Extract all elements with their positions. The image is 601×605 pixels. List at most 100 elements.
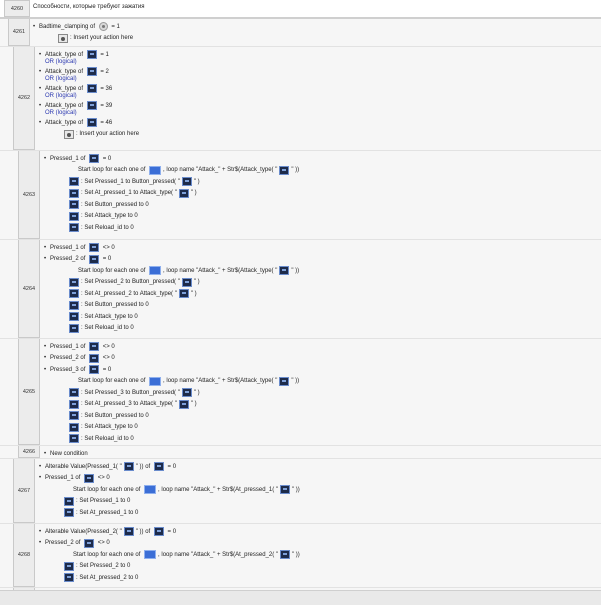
event-row[interactable]: 4266•New condition — [0, 446, 601, 459]
event-number[interactable]: 4266 — [18, 446, 40, 458]
insert-action-icon[interactable] — [64, 129, 74, 139]
comment-row[interactable]: 4260 Способности, которые требуют зажати… — [0, 0, 601, 19]
active-object-icon[interactable] — [149, 165, 162, 175]
object-icon[interactable] — [69, 300, 79, 310]
action-line[interactable]: : Set Pressed_3 to Button_pressed( "" ) — [0, 387, 601, 399]
object-icon[interactable] — [69, 388, 79, 398]
condition-line[interactable]: •Attack_type of = 46 — [0, 117, 601, 129]
event-number[interactable]: 4268 — [13, 524, 35, 587]
event-number[interactable] — [13, 588, 35, 590]
loop-action[interactable]: Start loop for each one of , loop name "… — [0, 165, 601, 177]
object-icon[interactable] — [153, 462, 164, 472]
loop-action[interactable]: Start loop for each one of , loop name "… — [0, 549, 601, 561]
object-icon[interactable] — [181, 388, 192, 398]
action-line[interactable]: : Set At_pressed_2 to Attack_type( "" ) — [0, 288, 601, 300]
object-icon[interactable] — [64, 508, 74, 518]
object-icon[interactable] — [89, 243, 100, 253]
horizontal-scrollbar[interactable] — [0, 590, 601, 605]
condition-line[interactable]: •Badtime_clamping of = 1 — [0, 21, 601, 33]
object-icon[interactable] — [86, 67, 97, 77]
object-icon[interactable] — [69, 277, 79, 287]
object-icon[interactable] — [89, 342, 100, 352]
object-icon[interactable] — [280, 550, 290, 560]
object-icon[interactable] — [69, 177, 79, 187]
insert-action-icon[interactable] — [58, 33, 68, 43]
object-icon[interactable] — [279, 266, 290, 276]
object-icon[interactable] — [69, 411, 79, 421]
loop-action[interactable]: Start loop for each one of , loop name "… — [0, 484, 601, 496]
object-icon[interactable] — [280, 485, 290, 495]
active-object-icon[interactable] — [144, 485, 157, 495]
action-line[interactable]: : Insert your action here — [0, 129, 601, 141]
or-logical[interactable]: OR (logical) — [0, 93, 601, 101]
object-icon[interactable] — [86, 118, 97, 128]
condition-line[interactable]: •Attack_type of = 39 — [0, 100, 601, 112]
object-icon[interactable] — [86, 101, 97, 111]
event-number[interactable]: 4265 — [18, 339, 40, 445]
condition-line[interactable]: •Pressed_1 of = 0 — [0, 153, 601, 165]
loop-action[interactable]: Start loop for each one of , loop name "… — [0, 376, 601, 388]
action-line[interactable]: : Set Reload_id to 0 — [0, 433, 601, 445]
action-line[interactable]: : Set Button_pressed to 0 — [0, 410, 601, 422]
or-logical[interactable]: OR (logical) — [0, 110, 601, 118]
object-icon[interactable] — [279, 376, 290, 386]
or-logical[interactable]: OR (logical) — [0, 76, 601, 84]
object-icon[interactable] — [64, 496, 74, 506]
condition-line[interactable]: •Pressed_2 of <> 0 — [0, 538, 601, 550]
object-icon[interactable] — [69, 434, 79, 444]
condition-line[interactable]: •Pressed_1 of <> 0 — [0, 341, 601, 353]
action-line[interactable]: : Set At_pressed_1 to Attack_type( "" ) — [0, 188, 601, 200]
active-object-icon[interactable] — [149, 266, 162, 276]
object-icon[interactable] — [123, 527, 134, 537]
condition-line[interactable]: •Pressed_2 of = 0 — [0, 254, 601, 266]
active-object-icon[interactable] — [144, 550, 157, 560]
action-line[interactable]: : Set Reload_id to 0 — [0, 222, 601, 234]
object-icon[interactable] — [69, 211, 79, 221]
condition-line[interactable]: •Alterable Value(Pressed_1( "" )) of = 0 — [0, 461, 601, 473]
event-number[interactable]: 4264 — [18, 240, 40, 338]
event-row[interactable]: 4261•Badtime_clamping of = 1: Insert you… — [0, 19, 601, 47]
object-icon[interactable] — [69, 399, 79, 409]
object-icon[interactable] — [84, 473, 95, 483]
condition-line[interactable]: •Alterable Value(Pressed_2( "" )) of = 0 — [0, 526, 601, 538]
event-number[interactable]: 4261 — [8, 19, 30, 46]
object-icon[interactable] — [69, 323, 79, 333]
object-icon[interactable] — [86, 50, 97, 60]
action-line[interactable]: : Set Pressed_2 to Button_pressed( "" ) — [0, 277, 601, 289]
object-icon[interactable] — [181, 277, 192, 287]
object-icon[interactable] — [89, 353, 100, 363]
action-line[interactable]: : Set Pressed_1 to Button_pressed( "" ) — [0, 176, 601, 188]
condition-line[interactable]: •New condition — [0, 448, 601, 460]
event-number[interactable]: 4262 — [13, 47, 35, 150]
object-icon[interactable] — [178, 399, 189, 409]
event-number[interactable]: 4267 — [13, 459, 35, 523]
action-line[interactable]: : Set Button_pressed to 0 — [0, 300, 601, 312]
event-number[interactable]: 4263 — [18, 151, 40, 239]
event-row[interactable]: 4265•Pressed_1 of <> 0•Pressed_2 of <> 0… — [0, 339, 601, 446]
object-icon[interactable] — [279, 165, 290, 175]
object-icon[interactable] — [153, 527, 164, 537]
object-icon[interactable] — [84, 538, 95, 548]
condition-line[interactable]: •Attack_type of = 1 — [0, 49, 601, 61]
action-line[interactable]: : Set Attack_type to 0 — [0, 311, 601, 323]
action-line[interactable]: : Set Attack_type to 0 — [0, 422, 601, 434]
action-line[interactable]: : Set Pressed_2 to 0 — [0, 561, 601, 573]
event-row[interactable]: •Alterable Value(Pressed_3( "" )) of = 0 — [0, 588, 601, 590]
object-icon[interactable] — [69, 200, 79, 210]
event-number[interactable]: 4260 — [4, 0, 30, 17]
object-icon[interactable] — [69, 422, 79, 432]
object-icon[interactable] — [89, 254, 100, 264]
action-line[interactable]: : Set At_pressed_2 to 0 — [0, 572, 601, 584]
action-line[interactable]: : Set At_pressed_3 to Attack_type( "" ) — [0, 399, 601, 411]
condition-line[interactable]: •Pressed_3 of = 0 — [0, 364, 601, 376]
active-object-icon[interactable] — [149, 376, 162, 386]
action-line[interactable]: : Set Reload_id to 0 — [0, 323, 601, 335]
condition-line[interactable]: •Pressed_1 of <> 0 — [0, 242, 601, 254]
object-icon[interactable] — [64, 573, 74, 583]
object-icon[interactable] — [69, 312, 79, 322]
object-icon[interactable] — [181, 177, 192, 187]
loop-action[interactable]: Start loop for each one of , loop name "… — [0, 265, 601, 277]
object-icon[interactable] — [89, 154, 100, 164]
